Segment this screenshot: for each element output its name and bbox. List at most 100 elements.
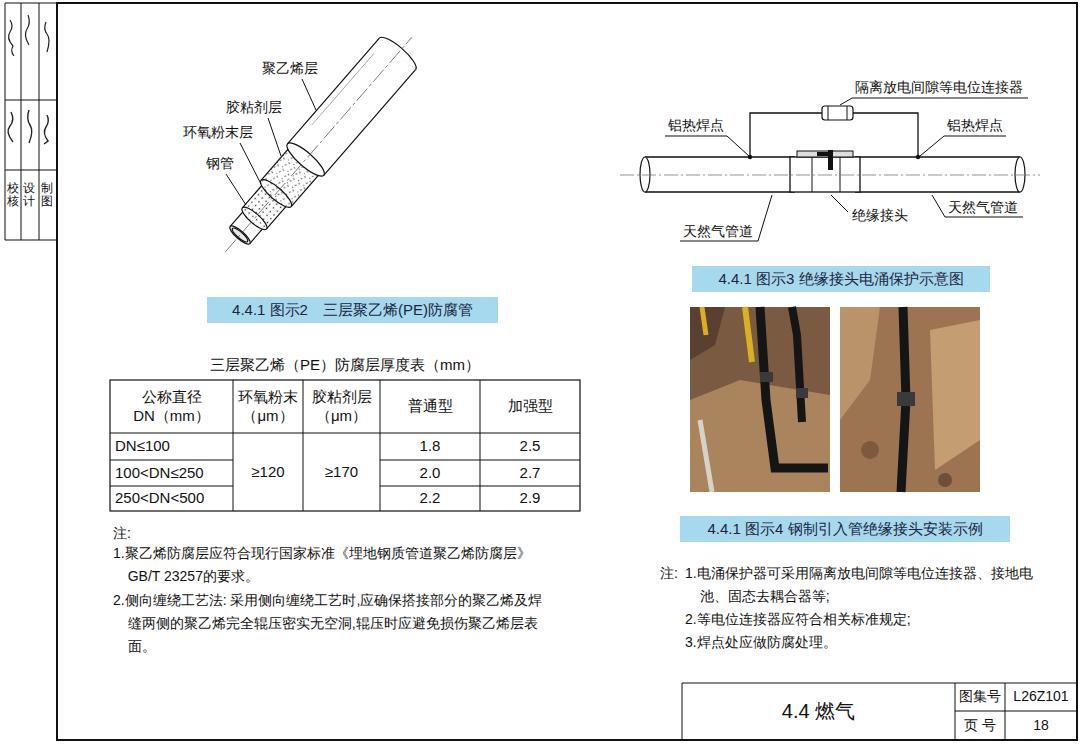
- steel-service-pipe: [760, 307, 828, 468]
- label-box: 普通型: [380, 380, 480, 433]
- label-box: 1.聚乙烯防腐层应符合现行国家标准《埋地钢质管道聚乙烯防腐层》GB/T 2325…: [113, 542, 543, 588]
- soil-lump: [938, 473, 952, 487]
- table-grid: [110, 380, 580, 511]
- label-box: 环氧粉末 （μm）: [233, 380, 303, 433]
- label-box: L26Z101: [1005, 683, 1077, 711]
- table-title: 三层聚乙烯（PE）防腐层厚度表（mm）: [210, 356, 480, 375]
- table-border: [110, 380, 580, 511]
- note-text: 3.焊点处应做防腐处理。: [685, 631, 1055, 654]
- thermite-weld: [916, 155, 920, 159]
- label-box: 胶粘剂层 （μm）: [303, 380, 380, 433]
- pipe-centerline: [620, 175, 1040, 176]
- label-box: 18: [1005, 711, 1077, 740]
- note-heading: 注:: [113, 525, 131, 541]
- insulating-joint-ring: [812, 157, 840, 192]
- site-photo: [690, 307, 830, 492]
- label-box: 2.侧向缠绕工艺法: 采用侧向缠绕工艺时,应确保搭接部分的聚乙烯及焊缝两侧的聚乙…: [113, 589, 543, 658]
- steel-service-pipe: [792, 307, 802, 422]
- spark-gap-connector-band: [828, 106, 847, 120]
- photo-ground: [690, 307, 830, 492]
- table-cell: 250<DN<500: [115, 489, 204, 508]
- label-box: ≥120: [233, 433, 303, 511]
- label-box: 1.电涌保护器可采用隔离放电间隙等电位连接器、接地电池、固态去耦合器等;: [685, 562, 1055, 608]
- caption-band: 4.4.1 图示2 三层聚乙烯(PE)防腐管: [207, 297, 498, 323]
- insulating-joint: [790, 157, 860, 192]
- note-text: 2.等电位连接器应符合相关标准规定;: [685, 608, 1055, 631]
- signature-field-label: 校核: [7, 182, 19, 208]
- callout-label: 聚乙烯层: [262, 60, 318, 76]
- table-header-cell: 公称直径 DN（mm）: [132, 388, 212, 426]
- label-box: 2.7: [480, 460, 580, 486]
- label-box: 4.4 燃气: [682, 683, 955, 740]
- joint-collar: [797, 151, 853, 157]
- label-box: 环氧粉末层: [183, 124, 253, 140]
- label-box: 注:: [660, 565, 678, 581]
- title-block-cell: 图集号: [959, 688, 1001, 706]
- label-box: 钢管: [206, 155, 234, 171]
- pe-coated-pipe: [207, 22, 430, 268]
- caption-text: 4.4.1 图示3 绝缘接头电涌保护示意图: [718, 269, 963, 289]
- callout-label: 钢管: [206, 155, 234, 171]
- label-box: 天然气管道: [683, 223, 753, 239]
- caption-band: 4.4.1 图示4 钢制引入管绝缘接头安装示例: [680, 516, 1010, 542]
- site-photo: [840, 307, 980, 492]
- label-box: 3.焊点处应做防腐处理。: [685, 631, 1055, 654]
- table-cell: 1.8: [420, 437, 441, 456]
- label-box: 页 号: [955, 711, 1005, 740]
- table-cell: 2.0: [420, 464, 441, 483]
- leader-line: [665, 98, 1028, 241]
- caption-band: 4.4.1 图示3 绝缘接头电涌保护示意图: [692, 266, 990, 292]
- gas-pipe: [645, 157, 795, 192]
- title-block-cell: 18: [1033, 717, 1049, 735]
- title-block-cell: 页 号: [964, 717, 996, 735]
- table-header-cell: 胶粘剂层 （μm）: [310, 388, 374, 426]
- label-box: 天然气管道: [948, 199, 1018, 215]
- label-box: 2.0: [380, 460, 480, 486]
- label-box: 加强型: [480, 380, 580, 433]
- soil-shadow: [690, 307, 725, 360]
- insulation-gasket: [828, 150, 833, 170]
- table-header-cell: 普通型: [408, 397, 453, 416]
- label-box: 胶粘剂层: [226, 99, 282, 115]
- table-header-cell: 加强型: [508, 397, 553, 416]
- photo-ground: [840, 307, 980, 492]
- label-box: 设计: [23, 182, 35, 208]
- callout-label: 胶粘剂层: [226, 99, 282, 115]
- figure-label: 天然气管道: [948, 199, 1018, 215]
- spark-gap-connector: [822, 106, 853, 120]
- note-text: 2.侧向缠绕工艺法: 采用侧向缠绕工艺时,应确保搭接部分的聚乙烯及焊缝两侧的聚乙…: [113, 589, 543, 658]
- label-box: 2.等电位连接器应符合相关标准规定;: [685, 608, 1055, 631]
- signature-field-label: 设计: [23, 182, 35, 208]
- label-box: 隔离放电间隙等电位连接器: [855, 79, 1023, 95]
- label-box: 绝缘接头: [852, 207, 908, 223]
- table-cell: ≥120: [251, 463, 284, 482]
- figure-label: 隔离放电间隙等电位连接器: [855, 79, 1023, 95]
- label-box: 三层聚乙烯（PE）防腐层厚度表（mm）: [110, 354, 580, 376]
- white-pipe: [700, 420, 712, 492]
- table-cell: 2.9: [520, 489, 541, 508]
- pipe-centerline: [226, 37, 412, 251]
- label-box: DN≤100: [110, 433, 233, 460]
- sign-strip-grid: [5, 3, 57, 240]
- label-box: 公称直径 DN（mm）: [110, 380, 233, 433]
- label-box: 制图: [41, 182, 53, 208]
- label-box: ≥170: [303, 433, 380, 511]
- epoxy-layer-end: [239, 204, 270, 233]
- signature-mark: [9, 15, 49, 56]
- table-cell: 2.5: [520, 437, 541, 456]
- insulating-joint: [796, 388, 808, 398]
- yellow-pipe: [745, 307, 752, 362]
- note-text: 1.聚乙烯防腐层应符合现行国家标准《埋地钢质管道聚乙烯防腐层》GB/T 2325…: [113, 542, 543, 588]
- figure-label: 铝热焊点: [668, 117, 724, 133]
- gas-pipe-end: [1015, 157, 1025, 192]
- pe-highlight: [312, 53, 374, 125]
- figure-label: 绝缘接头: [852, 207, 908, 223]
- signature-mark: [8, 110, 48, 144]
- yellow-pipe: [702, 307, 706, 335]
- caption-text: 4.4.1 图示2 三层聚乙烯(PE)防腐管: [232, 300, 473, 320]
- drawing-title: 4.4 燃气: [782, 699, 855, 724]
- label-box: 2.9: [480, 486, 580, 511]
- soil-lump: [861, 441, 879, 459]
